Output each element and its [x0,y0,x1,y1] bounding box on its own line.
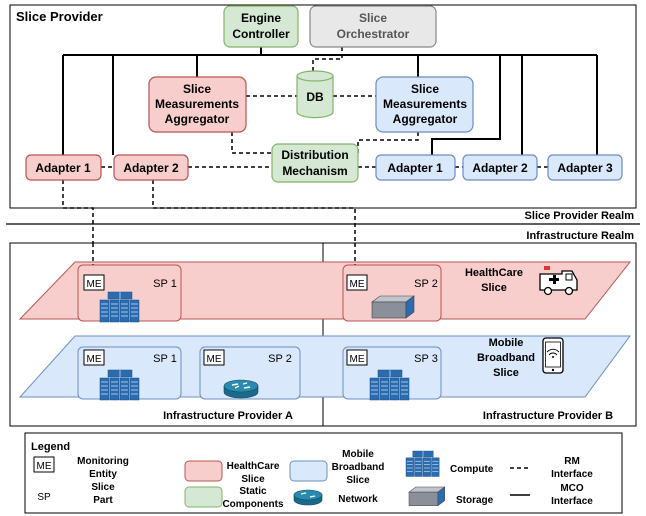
ambulance-icon [539,266,578,296]
me-box-hc-b [346,274,368,291]
legend-rm-1: RM [564,456,580,467]
realm-infra-label: Infrastructure Realm [526,230,634,242]
slice-orchestrator-box [309,5,437,48]
adapter-blue-1-label: Adapter 1 [387,161,443,175]
distribution-line1: Distribution [281,148,348,162]
adapter-red-1-label: Adapter 1 [35,161,91,175]
rm-lines-to-me [92,243,356,265]
sp-label-hc-b: SP 2 [414,278,438,290]
sp-label-mb-b: SP 3 [414,353,438,365]
infra-provider-a-label: Infrastructure Provider A [163,410,293,422]
adapter-blue-3-label: Adapter 3 [557,161,613,175]
engine-controller-line2: Controller [232,27,290,41]
legend-monitoring-1: Monitoring [77,456,129,467]
network-router-icon [223,379,259,399]
rm-interface-lines [62,47,548,265]
sp-label-mb-a1: SP 1 [153,353,177,365]
me-box-mb-a2 [203,349,225,366]
me-box-mb-b [346,349,368,366]
distribution-mechanism-box [271,143,359,183]
me-label-mb-a2: ME [207,354,222,365]
healthcare-slice-label-1: HealthCare [465,267,523,279]
smartphone-icon [542,337,564,374]
mco-interface-lines [62,47,598,155]
db-label: DB [306,90,324,104]
slice-provider-title: Slice Provider [16,9,103,24]
legend-rm-2: Interface [551,469,593,480]
sp-label-hc-a: SP 1 [153,278,177,290]
legend-mobile-1: Mobile [342,449,374,460]
adapter-red-2 [113,154,189,181]
legend-mco-2: Interface [551,496,593,507]
sp-label-mb-a2: SP 2 [268,353,292,365]
aggregator-blue-line2: Measurements [383,97,467,111]
legend-mobile-2: Broadband [332,462,385,473]
mobile-slice-label-3: Slice [493,367,519,379]
legend-static-1: Static [239,486,267,497]
legend-network: Network [338,494,378,505]
legend-sp-text: SP [37,492,51,503]
storage-icon [408,486,446,507]
legend-storage: Storage [456,495,494,506]
legend-slice-part-1: Slice [91,482,115,493]
legend-me-text: ME [37,461,52,472]
slice-orchestrator-line2: Orchestrator [337,27,410,41]
adapter-blue-1 [375,154,456,181]
aggregator-blue-line1: Slice [411,82,439,96]
adapter-red-2-label: Adapter 2 [123,161,179,175]
legend-mco-1: MCO [560,483,584,494]
legend-title: Legend [31,441,70,453]
db-cylinder [296,70,334,119]
mobile-slice-label-1: Mobile [489,337,524,349]
legend-mobile-3: Slice [346,475,370,486]
realm-provider-label: Slice Provider Realm [525,210,635,222]
me-label-hc-b: ME [350,279,365,290]
legend-monitoring-2: Entity [89,469,117,480]
me-label-mb-a1: ME [87,354,102,365]
legend-healthcare-swatch [184,460,223,482]
engine-controller-line1: Engine [241,11,281,25]
aggregator-red-line1: Slice [183,82,211,96]
adapter-blue-3 [547,154,623,181]
me-box-hc-a [83,274,105,291]
adapter-red-1 [25,154,102,181]
legend-healthcare-2: Slice [241,474,265,485]
legend-static-2: Components [222,499,284,510]
infra-provider-b-label: Infrastructure Provider B [483,410,613,422]
distribution-line2: Mechanism [282,164,347,178]
slice-orchestrator-line1: Slice [359,11,387,25]
legend-slice-part-2: Part [93,495,113,506]
legend-me-box [33,456,55,473]
me-label-mb-b: ME [350,354,365,365]
me-label-hc-a: ME [87,279,102,290]
mobile-slice-label-2: Broadband [477,352,535,364]
legend-mobile-swatch [289,460,328,482]
healthcare-slice-label-2: Slice [481,282,507,294]
aggregator-blue-line3: Aggregator [393,112,458,126]
network-icon [293,489,323,506]
storage-icon [371,295,415,319]
aggregator-red-line3: Aggregator [165,112,230,126]
engine-controller-box [223,5,299,48]
legend-healthcare-1: HealthCare [227,461,280,472]
adapter-blue-2-label: Adapter 2 [472,161,528,175]
me-box-mb-a1 [83,349,105,366]
aggregator-red-line2: Measurements [155,97,239,111]
legend-static-swatch [184,486,223,508]
aggregator-healthcare-box [148,76,247,133]
aggregator-mobile-box [375,76,474,133]
adapter-blue-2 [462,154,538,181]
legend-compute: Compute [450,464,494,475]
